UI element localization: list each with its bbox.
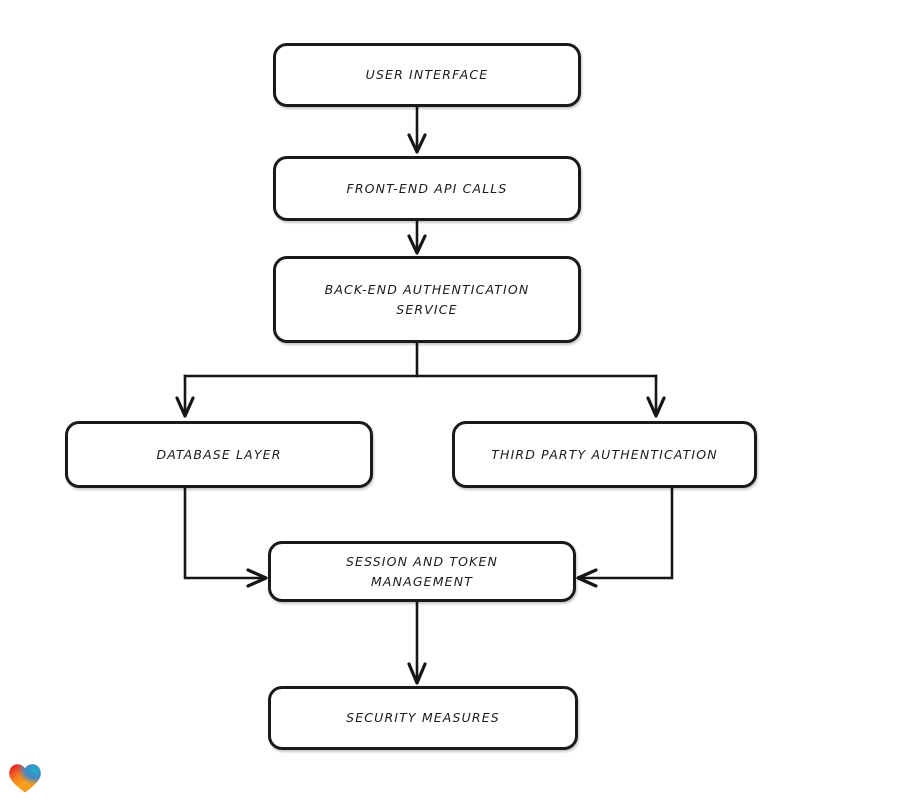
node-third-party-authentication[interactable]: Third Party Authentication xyxy=(452,421,757,488)
edge-ui-to-api xyxy=(407,105,427,154)
edge-db-to-session xyxy=(183,486,268,588)
edge-backend-fork-trunk xyxy=(183,341,658,378)
node-session-and-token-management[interactable]: Session and Token Management xyxy=(268,541,576,602)
node-back-end-authentication-service[interactable]: Back-End Authentication Service xyxy=(273,256,581,343)
node-third-party-authentication-label: Third Party Authentication xyxy=(491,446,718,462)
node-session-and-token-management-label: Session and Token Management xyxy=(345,554,499,589)
node-user-interface-label: User Interface xyxy=(365,67,489,83)
node-security-measures[interactable]: Security Measures xyxy=(268,686,578,750)
edge-third-to-session xyxy=(576,486,674,588)
node-database-layer-label: Database Layer xyxy=(156,446,282,462)
node-security-measures-label: Security Measures xyxy=(346,710,500,726)
node-front-end-api-calls[interactable]: Front-End API Calls xyxy=(273,156,581,221)
node-front-end-api-calls-label: Front-End API Calls xyxy=(346,180,508,196)
node-back-end-authentication-service-label: Back-End Authentication Service xyxy=(324,282,530,317)
node-database-layer[interactable]: Database Layer xyxy=(65,421,373,488)
gradient-heart-icon xyxy=(9,764,41,793)
edge-backend-to-db xyxy=(175,374,195,418)
edge-api-to-backend xyxy=(407,219,427,255)
node-user-interface[interactable]: User Interface xyxy=(273,43,581,107)
edge-session-to-security xyxy=(407,600,427,685)
edge-backend-to-third xyxy=(646,374,666,418)
